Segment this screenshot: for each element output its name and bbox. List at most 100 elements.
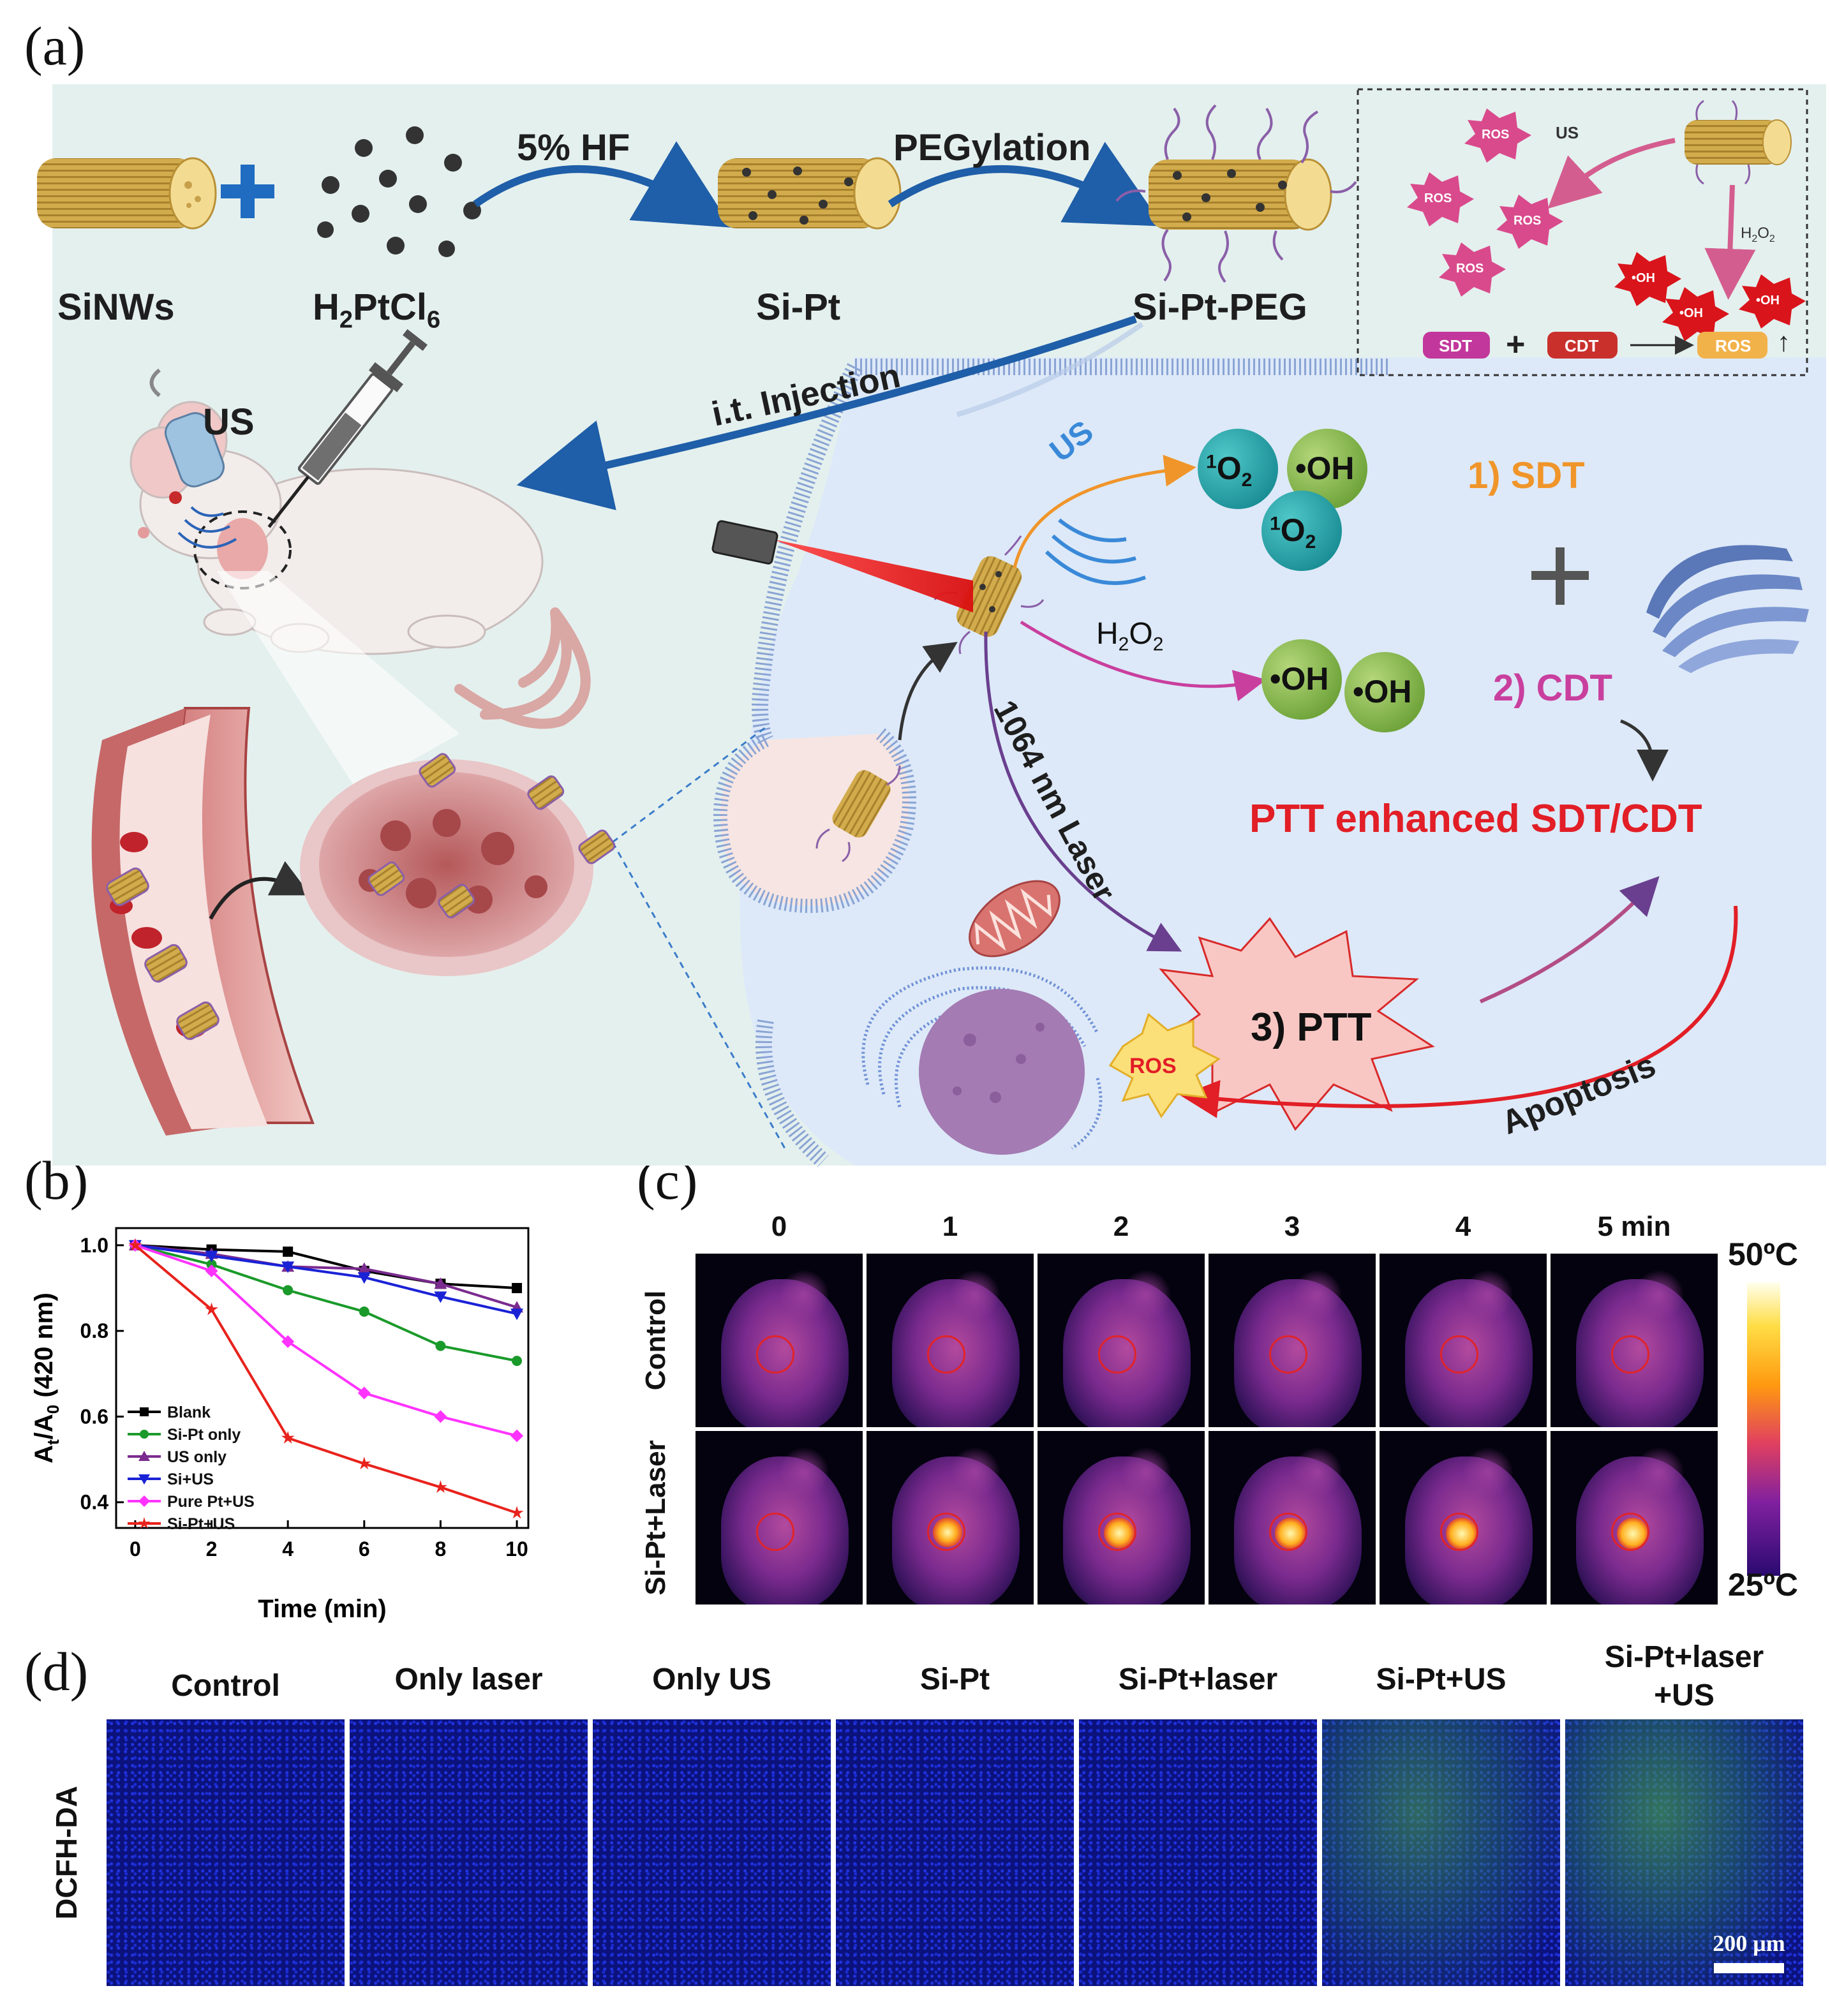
- thermal-image: [1551, 1254, 1718, 1427]
- extravasation-arrow: [209, 861, 311, 920]
- singlet-oxygen-sphere-2: [1261, 491, 1342, 571]
- arrow-hf-etch: [473, 141, 732, 228]
- time-label: 0: [771, 1211, 787, 1242]
- data-point: [357, 1456, 371, 1470]
- data-point: [205, 1264, 218, 1278]
- inset-nanowire-icon: [1685, 100, 1792, 185]
- data-point: [357, 1272, 371, 1284]
- apoptosis-arrow: [1180, 905, 1738, 1118]
- legend-marker: [140, 1407, 149, 1416]
- series-line-3: [135, 1243, 517, 1316]
- time-label: 1: [942, 1211, 958, 1242]
- ultrasound-waves-icon: [177, 506, 237, 549]
- thermal-image: [1038, 1254, 1205, 1427]
- fluorescence-image: [593, 1719, 831, 1986]
- chart-plot-frame: [115, 1227, 530, 1529]
- singlet-oxygen-sphere-1: [1198, 429, 1278, 509]
- roi-circle: [1269, 1335, 1307, 1374]
- data-point: [357, 1262, 371, 1274]
- cell-ultrasound-waves-icon: [1045, 518, 1147, 585]
- data-point: [434, 1291, 447, 1303]
- mechanism-inset-box: [1357, 88, 1808, 376]
- roi-circle: [1440, 1513, 1478, 1551]
- series-line-2: [135, 1243, 517, 1309]
- inset-ros-label-2: ROS: [1424, 191, 1452, 205]
- laser-arrow: [984, 631, 1182, 952]
- pegylation-step-label: PEGylation: [893, 127, 1091, 168]
- column-label: Only US: [652, 1663, 771, 1696]
- inset-ros-burst-icons: [1407, 108, 1563, 297]
- hydroxyl-label-3: •OH: [1353, 674, 1412, 709]
- data-point: [205, 1302, 218, 1316]
- inset-result-ros-label: ROS: [1715, 336, 1752, 355]
- enhanced-therapy-label: PTT enhanced SDT/CDT: [1249, 797, 1702, 841]
- roi-circle: [1098, 1513, 1136, 1551]
- series-line-1: [135, 1243, 517, 1363]
- nucleus-ros-label: ROS: [1129, 1054, 1177, 1078]
- legend-entry: US only: [167, 1448, 227, 1466]
- data-point: [434, 1277, 447, 1289]
- thermal-image: [696, 1431, 863, 1605]
- zoom-cone: [217, 571, 459, 791]
- roi-circle: [1440, 1335, 1478, 1374]
- data-point: [281, 1261, 295, 1273]
- data-point: [512, 1283, 523, 1293]
- hydroxyl-label-2: •OH: [1270, 661, 1329, 697]
- inset-increase-icon: ↑: [1777, 327, 1790, 357]
- legend-marker: [138, 1451, 150, 1461]
- x-tick-label: 10: [505, 1538, 528, 1560]
- roi-circle: [756, 1335, 794, 1374]
- sdt-label: 1) SDT: [1468, 455, 1585, 496]
- x-tick-label: 4: [282, 1538, 294, 1560]
- roi-circle: [756, 1513, 794, 1551]
- temperature-colorbar: [1747, 1282, 1780, 1576]
- roi-circle: [1611, 1335, 1649, 1374]
- data-point: [510, 1506, 524, 1519]
- ultrasound-probe-icon: [164, 412, 225, 487]
- panel-label-a: (a): [24, 15, 86, 77]
- thermal-image: [1380, 1254, 1547, 1427]
- series-line-0: [135, 1243, 517, 1289]
- legend-marker: [138, 1474, 150, 1485]
- legend-entry: Blank: [167, 1404, 211, 1421]
- hf-step-label: 5% HF: [517, 127, 630, 168]
- roi-circle: [1098, 1335, 1136, 1374]
- mitochondrion-icon: [969, 880, 1060, 958]
- column-label: Si-Pt+US: [1376, 1663, 1506, 1696]
- colorbar-min-label: 25ºC: [1728, 1567, 1798, 1603]
- inset-sdt-label: SDT: [1439, 336, 1472, 355]
- sinw-nanowire-icon: [37, 157, 217, 230]
- roi-circle: [1269, 1513, 1307, 1551]
- roi-circle: [927, 1335, 965, 1374]
- scale-bar: [1714, 1963, 1784, 1973]
- legend-entry: Si-Pt only: [167, 1426, 241, 1444]
- roi-circle: [1611, 1513, 1649, 1551]
- column-label: Control: [171, 1669, 280, 1703]
- h2o2-label: H2O2: [1096, 617, 1164, 655]
- column-label: Si-Pt: [919, 1663, 990, 1696]
- cdt-label: 2) CDT: [1493, 667, 1612, 709]
- x-tick-label: 0: [130, 1538, 141, 1560]
- y-tick-label: 0.6: [80, 1405, 108, 1428]
- data-point: [435, 1340, 446, 1351]
- x-tick-label: 8: [435, 1538, 447, 1560]
- plus-icon: [221, 165, 274, 218]
- inset-oh-label-3: •OH: [1756, 293, 1780, 308]
- legend-marker: [138, 1517, 151, 1529]
- endoplasmic-reticulum-icon: [861, 966, 1103, 1150]
- data-point: [512, 1356, 523, 1367]
- data-point: [281, 1431, 295, 1444]
- mechanism-plus-icon: [1531, 547, 1589, 605]
- legend-entry: Si+US: [167, 1471, 214, 1488]
- row-label: Control: [640, 1290, 671, 1391]
- thermal-image: [1038, 1431, 1205, 1605]
- time-label: 4: [1455, 1211, 1471, 1242]
- data-point: [510, 1308, 524, 1321]
- arrow-pegylation: [888, 142, 1164, 226]
- inset-hydroxyl-burst-icons: [1614, 252, 1806, 341]
- thermal-image: [1209, 1431, 1376, 1605]
- endosome-nanowire-icon: [815, 765, 901, 863]
- data-point: [510, 1429, 524, 1442]
- data-point: [357, 1386, 371, 1400]
